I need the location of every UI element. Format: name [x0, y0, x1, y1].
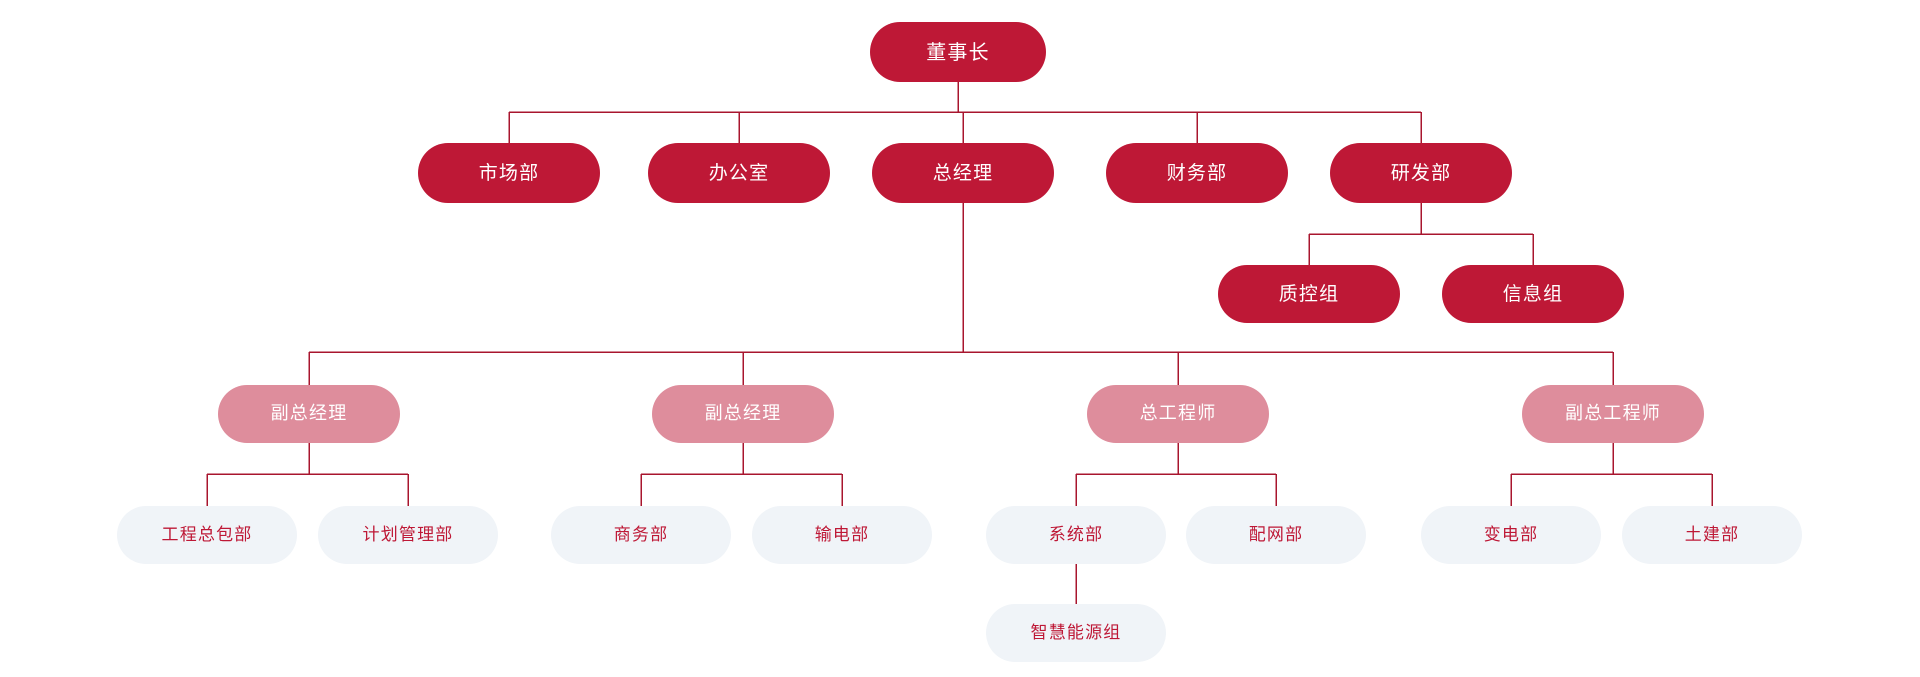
org-node-vce[interactable]: 副总工程师	[1522, 385, 1704, 443]
org-node-label: 商务部	[613, 524, 669, 545]
org-node-vgm1[interactable]: 副总经理	[218, 385, 400, 443]
org-node-label: 智慧能源组	[1030, 622, 1122, 643]
org-node-label: 副总经理	[270, 403, 348, 424]
org-node-gm[interactable]: 总经理	[872, 143, 1054, 203]
org-node-transmit[interactable]: 输电部	[752, 506, 932, 564]
org-node-label: 计划管理部	[362, 524, 454, 545]
org-node-label: 信息组	[1502, 282, 1564, 305]
org-node-chairman[interactable]: 董事长	[870, 22, 1046, 82]
org-node-label: 副总经理	[704, 403, 782, 424]
org-node-label: 系统部	[1048, 524, 1104, 545]
org-node-ce[interactable]: 总工程师	[1087, 385, 1269, 443]
org-node-qc[interactable]: 质控组	[1218, 265, 1400, 323]
org-node-label: 配网部	[1248, 524, 1304, 545]
org-node-civil[interactable]: 土建部	[1622, 506, 1802, 564]
org-node-label: 输电部	[814, 524, 870, 545]
org-node-plan[interactable]: 计划管理部	[318, 506, 498, 564]
org-node-label: 工程总包部	[161, 524, 253, 545]
org-node-business[interactable]: 商务部	[551, 506, 731, 564]
org-node-office[interactable]: 办公室	[648, 143, 830, 203]
org-node-label: 研发部	[1390, 161, 1452, 184]
org-node-label: 办公室	[708, 161, 770, 184]
org-node-label: 质控组	[1278, 282, 1340, 305]
org-node-system[interactable]: 系统部	[986, 506, 1166, 564]
org-node-label: 副总工程师	[1565, 403, 1661, 424]
org-node-rnd[interactable]: 研发部	[1330, 143, 1512, 203]
org-node-label: 财务部	[1166, 161, 1228, 184]
org-node-info[interactable]: 信息组	[1442, 265, 1624, 323]
org-node-vgm2[interactable]: 副总经理	[652, 385, 834, 443]
org-node-smartenergy[interactable]: 智慧能源组	[986, 604, 1166, 662]
org-node-finance[interactable]: 财务部	[1106, 143, 1288, 203]
org-node-marketing[interactable]: 市场部	[418, 143, 600, 203]
org-node-label: 董事长	[926, 40, 990, 64]
org-node-epc[interactable]: 工程总包部	[117, 506, 297, 564]
org-node-label: 总工程师	[1139, 403, 1217, 424]
org-node-label: 市场部	[478, 161, 540, 184]
org-node-label: 土建部	[1684, 524, 1740, 545]
org-node-distnet[interactable]: 配网部	[1186, 506, 1366, 564]
org-node-substation[interactable]: 变电部	[1421, 506, 1601, 564]
org-node-label: 变电部	[1483, 524, 1539, 545]
org-node-label: 总经理	[932, 161, 994, 184]
